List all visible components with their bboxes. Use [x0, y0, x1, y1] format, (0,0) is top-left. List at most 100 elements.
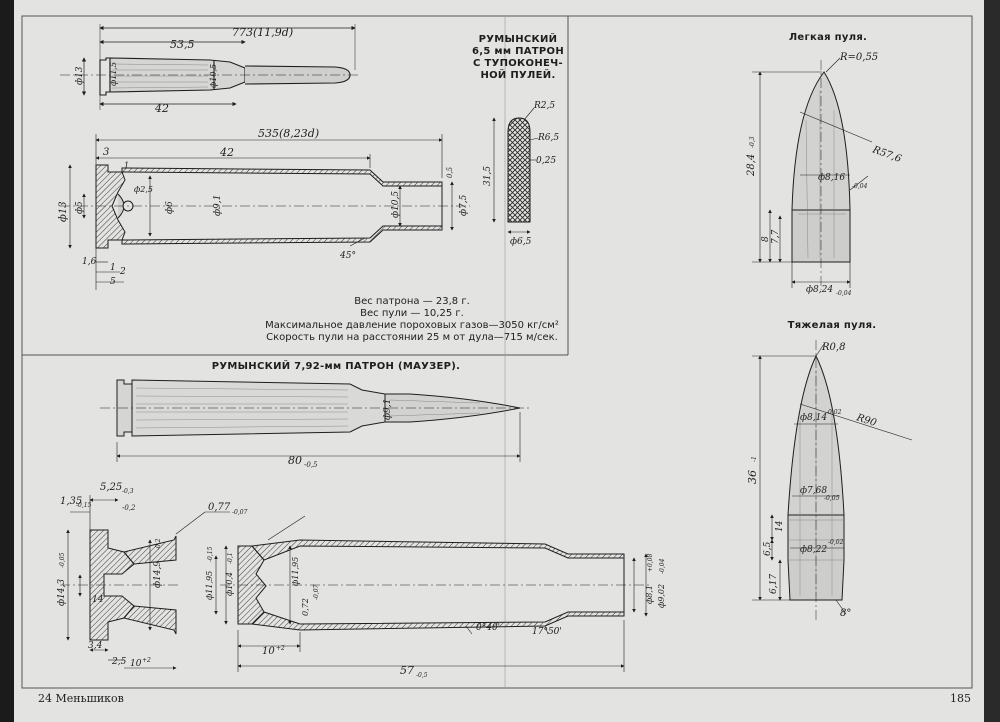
dim-h315: 31,5 — [483, 166, 493, 186]
bullet-65-blunt — [492, 107, 539, 234]
dim-d1195-a: ф11,95 — [205, 571, 214, 600]
dim-r576: R57,6 — [870, 144, 903, 165]
cartridge-65-outline — [60, 24, 360, 110]
dim-r08: R0,8 — [821, 342, 845, 353]
dim-525: 5,25 — [100, 482, 122, 493]
dim-077-tol: -0,07 — [232, 509, 248, 516]
dim-14: 14 — [92, 595, 104, 605]
dim-body-65: 53,5 — [170, 38, 195, 51]
dim-d822-tol: -0,02 — [828, 539, 844, 546]
dim-d104: ф10,4 — [225, 572, 234, 596]
dim-angle-1750: 17°50' — [532, 627, 562, 637]
dim-d143-tol: -0,05 — [59, 552, 66, 568]
title-heavy-bullet: Тяжелая пуля. — [788, 320, 877, 331]
spec-line-cartridge-weight: Вес патрона — 23,8 г. — [354, 296, 470, 307]
dim-d072: 0,72 — [301, 598, 310, 616]
dim-135: 1,35 — [60, 496, 82, 507]
dim-total-65-section: 535(8,23d) — [258, 127, 319, 140]
dim-57: 57 — [400, 664, 414, 677]
dim-525-tol: -0,3 — [122, 488, 134, 495]
dim-d91: ф9,1 — [213, 195, 223, 216]
light-bullet-drawing — [752, 57, 873, 290]
dim-h284: 28,4 — [746, 154, 757, 177]
dim-angle-45: 45° — [339, 251, 356, 261]
dim-25: 2,5 — [111, 657, 127, 667]
dim-d902: ф9,02 — [657, 584, 666, 608]
dim-10-section-tol: +2 — [276, 645, 285, 652]
dim-d13-top: ф13 — [75, 66, 85, 85]
dim-077: 0,77 — [208, 502, 231, 513]
dim-d824: ф8,24 — [806, 285, 833, 295]
dim-tol-007: -0,07 — [313, 584, 320, 600]
dim-34: 3,4 — [88, 641, 103, 651]
dim-02: -0,2 — [122, 504, 136, 512]
dim-angle-040: 0°40' — [476, 623, 500, 633]
dim-d75: ф7,5 — [459, 194, 469, 216]
dim-d1195-b: ф11,95 — [291, 557, 300, 586]
title-65-line-3: С ТУПОКОНЕЧ- — [473, 58, 563, 69]
spec-line-bullet-weight: Вес пули — 10,25 г. — [360, 308, 464, 319]
dim-h284-tol: -0,3 — [749, 136, 756, 148]
right-page-number: 185 — [950, 692, 971, 705]
dim-tol-015: -0,15 — [207, 546, 214, 562]
dim-5: 5 — [110, 277, 116, 287]
dim-h65: 6,5 — [763, 541, 773, 556]
dim-d13-section: ф13 — [58, 201, 69, 222]
dim-h77: 7,7 — [771, 229, 781, 244]
cartridge-792-outline — [100, 379, 530, 462]
dim-d105-top: ф10,5 — [209, 64, 218, 88]
dim-d149-tol: -0,2 — [155, 538, 162, 550]
dim-d814: ф8,14 — [800, 413, 827, 423]
spec-line-velocity: Скорость пули на расстоянии 25 м от дула… — [266, 332, 558, 343]
dim-total-65: 773(11,9d) — [232, 26, 293, 39]
dim-42-top: 42 — [154, 102, 169, 115]
page-frame — [21, 15, 973, 689]
dim-3: 3 — [103, 147, 109, 158]
dim-135-tol: -0,15 — [76, 502, 92, 509]
dim-d65: ф6,5 — [510, 237, 532, 247]
title-65-block: РУМЫНСКИЙ 6,5 мм ПАТРОН С ТУПОКОНЕЧ- НОЙ… — [472, 32, 564, 81]
dim-t025: 0,25 — [536, 156, 556, 166]
dim-d816: ф8,16 — [818, 173, 845, 183]
dim-d91-792: ф9,1 — [383, 399, 393, 420]
dim-t005: -0,05 — [824, 495, 840, 502]
heavy-bullet-drawing — [752, 340, 913, 620]
dim-d25: ф2,5 — [134, 185, 153, 194]
dim-a8: 8° — [840, 608, 851, 619]
cartridge-65-section — [60, 134, 470, 290]
title-light-bullet: Легкая пуля. — [789, 32, 867, 43]
title-65-line-4: НОЙ ПУЛЕЙ. — [480, 68, 555, 81]
dim-1: 1 — [110, 263, 116, 273]
left-page-footer: 24 Меньшиков — [38, 692, 124, 705]
dim-t004: -0,04 — [852, 183, 868, 190]
dim-d81-tol: +0,08 — [647, 553, 654, 572]
dim-d5: ф5 — [75, 201, 85, 214]
dim-t002: -0,02 — [826, 409, 842, 416]
dim-h36-tol: -1 — [751, 456, 758, 462]
dim-d81: ф8,1 — [645, 585, 654, 604]
dim-d105-section: ф10,5 — [391, 191, 401, 218]
dim-h14: 14 — [775, 520, 785, 532]
dim-10-head-tol: +2 — [142, 657, 151, 664]
dim-wall: 0,5 — [446, 166, 454, 178]
dim-1-top: 1 — [124, 161, 129, 170]
dim-d143: ф14,3 — [57, 579, 67, 606]
specs-block: Вес патрона — 23,8 г. Вес пули — 10,25 г… — [262, 296, 562, 344]
dim-h617: 6,17 — [769, 574, 779, 594]
dim-d768: ф7,68 — [800, 486, 827, 496]
dim-16: 1,6 — [82, 257, 97, 267]
dim-d149: ф14,9 — [153, 561, 163, 588]
dim-r90: R90 — [854, 412, 878, 429]
dim-r25: R2,5 — [533, 101, 555, 111]
dim-d822: ф8,22 — [800, 545, 827, 555]
dim-tol-01: -0,1 — [227, 552, 234, 564]
dim-r65: R6,5 — [537, 133, 559, 143]
dim-d115-top: ф11,5 — [109, 62, 118, 86]
dim-10-head: 10 — [130, 659, 142, 669]
dim-length-80: 80 — [288, 454, 302, 467]
dim-d902-tol: -0,04 — [659, 558, 666, 574]
dim-h36: 36 — [746, 470, 759, 484]
dim-57-tol: -0,5 — [416, 672, 428, 679]
